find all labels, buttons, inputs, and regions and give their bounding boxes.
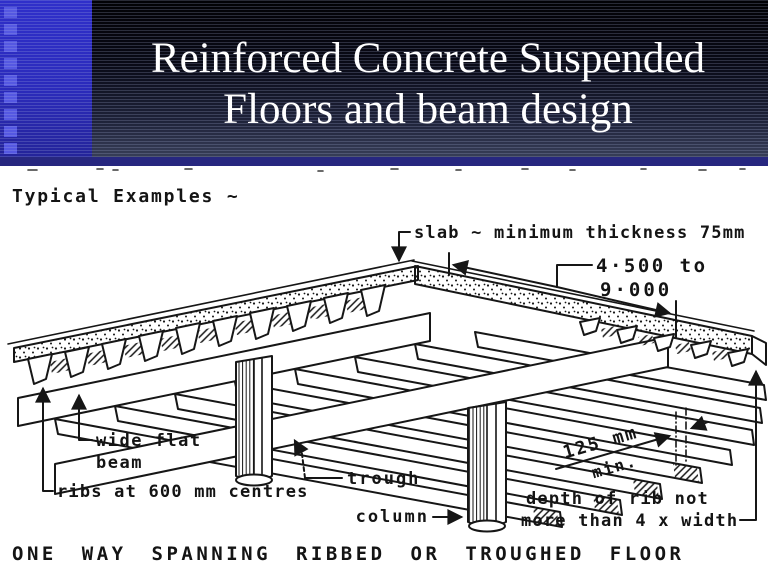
label-span-range-1: 4·500 to: [596, 255, 708, 277]
label-beam-1: wide flat: [96, 431, 202, 451]
center-column: [235, 355, 273, 487]
wide-flat-beam: [17, 312, 431, 427]
label-rib-depth-2: more than 4 x width: [521, 511, 738, 531]
label-rib-depth-1: depth of rib not: [526, 489, 709, 509]
trough-annotation: trough: [293, 438, 420, 489]
slide-title: Reinforced Concrete Suspended Floors and…: [92, 33, 764, 135]
header-bottom-bar: [0, 157, 768, 166]
header-accent-strip: [0, 0, 92, 157]
figure-caption: ONE WAY SPANNING RIBBED OR TROUGHED FLOO…: [12, 543, 685, 565]
header-accent-squares: [4, 7, 17, 155]
front-slab-section: [7, 259, 419, 385]
right-column: [467, 401, 507, 533]
figure-heading: Typical Examples ~: [12, 186, 239, 207]
wide-flat-beam-annotation: wide flat beam: [71, 393, 202, 473]
right-edge-beam: [411, 260, 767, 367]
label-slab-thickness: slab ~ minimum thickness 75mm: [414, 223, 746, 243]
slide-title-line1: Reinforced Concrete Suspended: [150, 35, 706, 82]
label-column: column: [356, 507, 429, 527]
interior-beam: [54, 336, 669, 495]
column-annotation: column: [356, 507, 464, 527]
label-beam-2: beam: [96, 453, 143, 473]
slide-header: Reinforced Concrete Suspended Floors and…: [0, 0, 768, 166]
floor-drawing: Typical Examples ~: [7, 168, 767, 565]
label-span-range-2: 9·000: [600, 279, 672, 301]
rib-depth-annotation: depth of rib not more than 4 x width: [521, 369, 764, 531]
label-ribs: ribs at 600 mm centres: [57, 482, 309, 502]
figure-area: Typical Examples ~: [0, 166, 768, 576]
ribs-annotation: ribs at 600 mm centres: [35, 386, 309, 502]
slab-leader-line: [391, 231, 411, 263]
slide-title-line2: Floors and beam design: [223, 86, 633, 133]
scan-remnant-marks: [27, 168, 746, 172]
span-dimension: 4·500 to 9·000: [448, 252, 708, 338]
label-trough: trough: [347, 469, 420, 489]
